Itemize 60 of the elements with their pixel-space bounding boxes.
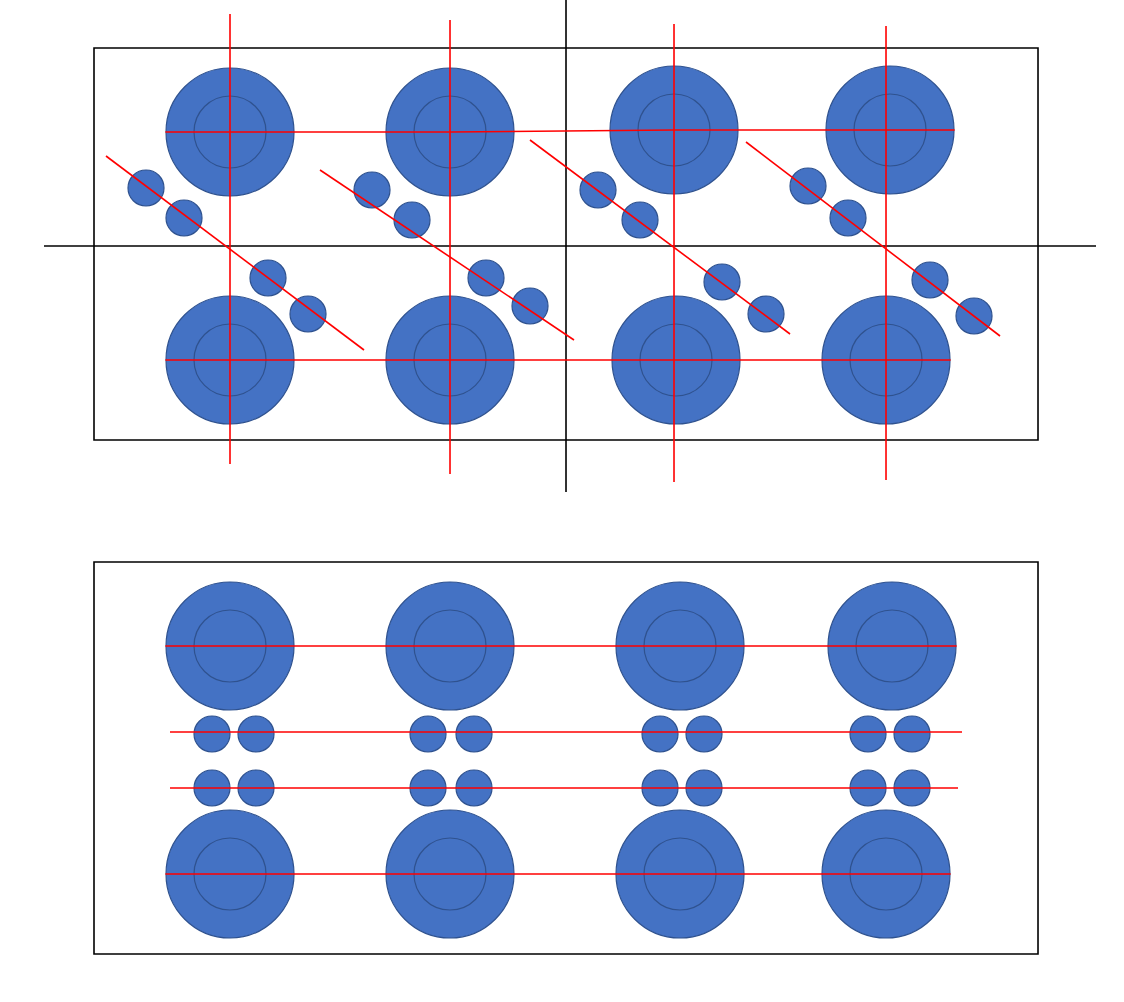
center-line: [449, 645, 681, 647]
small-disc: [193, 715, 231, 753]
center-line: [164, 873, 451, 875]
small-disc: [165, 199, 203, 237]
disc: [821, 809, 951, 939]
disc: [385, 581, 515, 711]
small-disc: [621, 201, 659, 239]
small-disc: [685, 715, 723, 753]
disc: [615, 581, 745, 711]
small-disc: [747, 295, 785, 333]
small-disc: [703, 263, 741, 301]
center-line: [673, 129, 956, 131]
small-disc: [237, 769, 275, 807]
small-disc: [685, 769, 723, 807]
center-line: [679, 873, 952, 875]
center-line: [164, 645, 451, 647]
small-disc: [409, 715, 447, 753]
small-disc: [289, 295, 327, 333]
small-disc: [249, 259, 287, 297]
small-disc: [467, 259, 505, 297]
small-disc: [455, 769, 493, 807]
disc: [825, 65, 955, 195]
small-disc: [641, 715, 679, 753]
disc: [827, 581, 957, 711]
small-disc: [893, 769, 931, 807]
small-disc: [849, 769, 887, 807]
small-disc: [409, 769, 447, 807]
center-line: [449, 873, 681, 875]
disc: [609, 65, 739, 195]
small-disc: [511, 287, 549, 325]
small-disc: [393, 201, 431, 239]
disc: [165, 581, 295, 711]
disc: [165, 295, 295, 425]
disc: [385, 295, 515, 425]
small-disc: [789, 167, 827, 205]
small-disc: [455, 715, 493, 753]
small-disc: [127, 169, 165, 207]
disc: [385, 67, 515, 197]
small-disc: [353, 171, 391, 209]
small-disc: [829, 199, 867, 237]
center-line: [449, 129, 675, 133]
center-line: [675, 359, 952, 361]
center-line: [679, 645, 958, 647]
small-disc: [237, 715, 275, 753]
small-disc: [849, 715, 887, 753]
disc: [385, 809, 515, 939]
center-line: [164, 131, 451, 133]
small-disc: [955, 297, 993, 335]
small-disc: [911, 261, 949, 299]
center-line: [164, 359, 451, 361]
disc: [821, 295, 951, 425]
disc: [611, 295, 741, 425]
disc: [165, 67, 295, 197]
small-disc: [579, 171, 617, 209]
center-line: [449, 359, 677, 361]
disc: [615, 809, 745, 939]
small-disc: [893, 715, 931, 753]
disc: [165, 809, 295, 939]
small-disc: [193, 769, 231, 807]
small-disc: [641, 769, 679, 807]
